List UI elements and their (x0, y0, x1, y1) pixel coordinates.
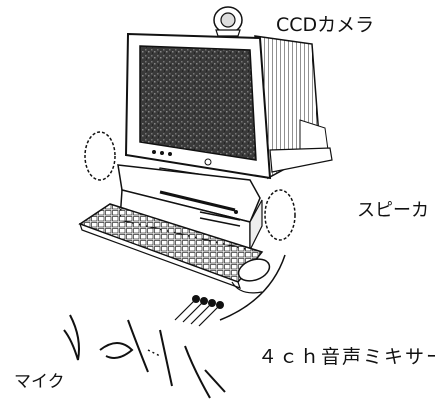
label-ccd-camera: CCDカメラ (276, 14, 375, 36)
microphones (63, 314, 226, 399)
ccd-camera (213, 6, 243, 37)
label-audio-mixer: ４ｃｈ音声ミキサー (258, 346, 435, 368)
speaker-right (264, 189, 296, 241)
keyboard (78, 203, 264, 289)
crt-monitor (124, 32, 329, 193)
label-speaker: スピーカ (357, 200, 429, 221)
mouse (231, 258, 271, 294)
monitor-shelf (269, 147, 333, 173)
speaker-left (84, 131, 116, 181)
label-microphone: マイク (14, 372, 65, 392)
mixer-cables (174, 254, 286, 327)
desktop-case (117, 164, 263, 251)
